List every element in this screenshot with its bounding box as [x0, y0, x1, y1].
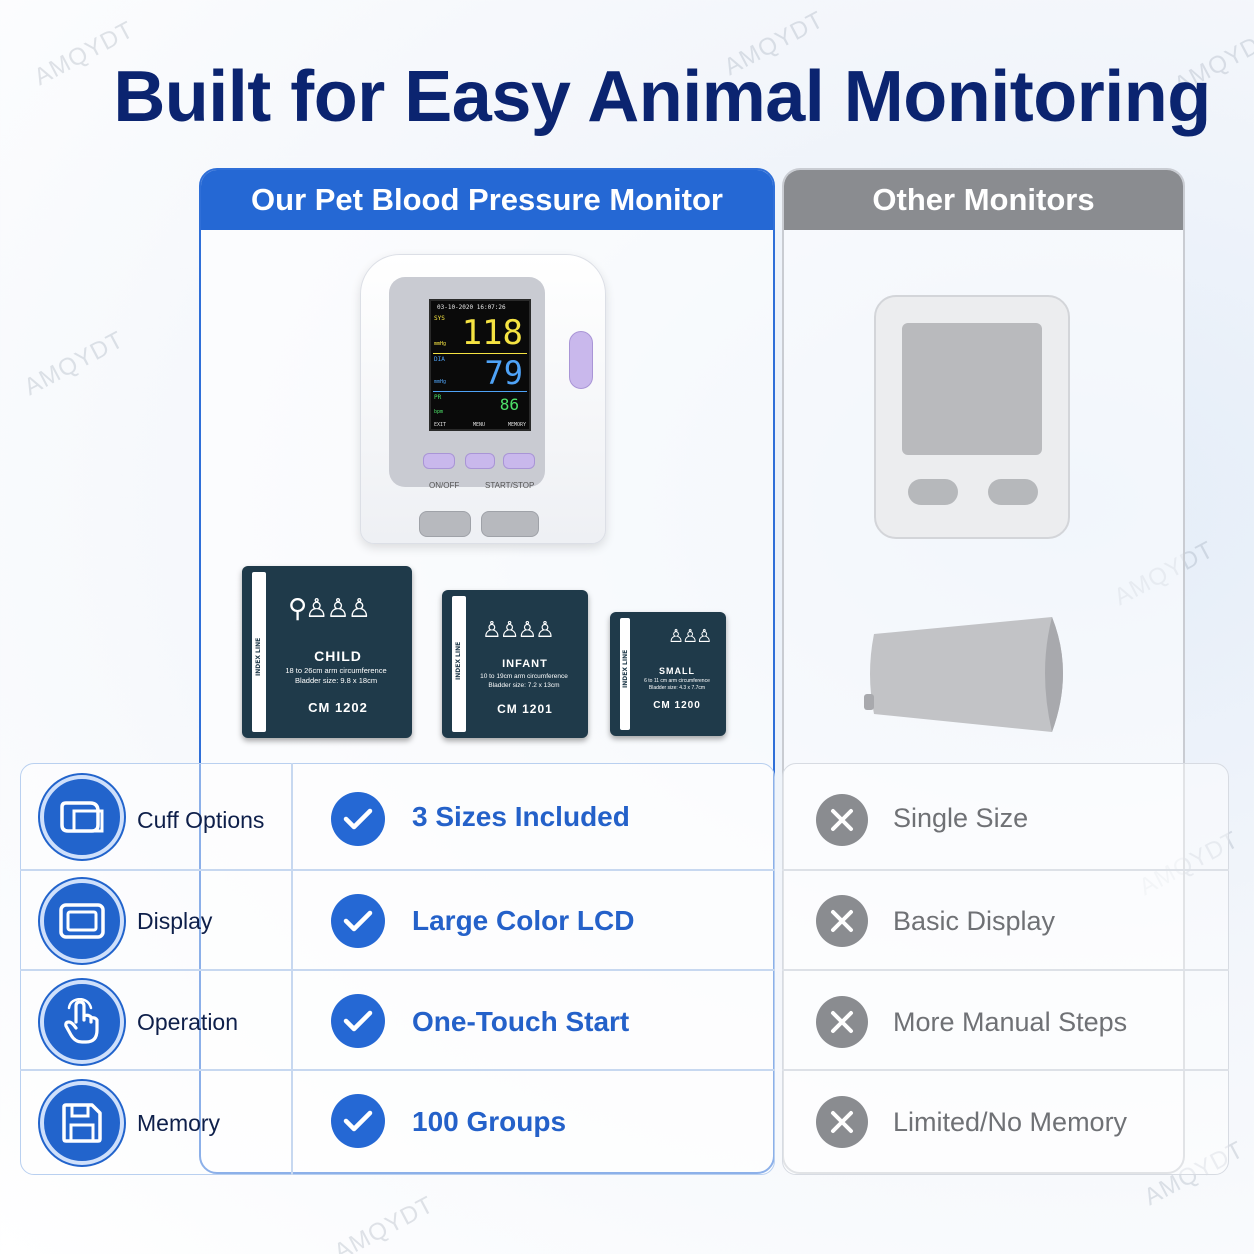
check-icon [331, 994, 385, 1048]
other-value: Single Size [893, 803, 1029, 833]
touch-icon [40, 980, 124, 1064]
cuff-size-figures-icon: ♙♙♙ [668, 626, 712, 647]
device-onoff-button [419, 511, 471, 537]
device-memory-button [503, 453, 535, 469]
x-icon [816, 1096, 868, 1148]
check-icon [331, 894, 385, 948]
cuff-desc-2: Bladder size: 4.3 x 7.7cm [648, 685, 706, 691]
lcd-softkey-memory: MEMORY [507, 422, 526, 428]
cuff-icon [40, 775, 124, 859]
other-value: Basic Display [893, 906, 1056, 936]
cuff-code: CM 1200 [653, 700, 701, 711]
cuff-code: CM 1201 [497, 702, 553, 716]
x-icon [816, 794, 868, 846]
generic-monitor-screen [902, 323, 1042, 455]
device-startstop-label: START/STOP [485, 481, 535, 490]
row-feature-label: Cuff Options [137, 807, 265, 833]
cuff-child: INDEX LINE ⚲♙♙♙ CHILD 18 to 26cm arm cir… [242, 566, 412, 738]
cuff-desc-1: 18 to 26cm arm circumference [285, 666, 387, 675]
page-title: Built for Easy Animal Monitoring [113, 57, 1211, 137]
x-icon [816, 996, 868, 1048]
lcd-softkey-menu: MENU [473, 422, 486, 428]
cuff-desc-1: 10 to 19cm arm circumference [480, 673, 568, 680]
device-lcd: 03-10-2020 16:07:26 SYS mmHg 118 DIA mmH… [429, 299, 531, 431]
check-icon [331, 1094, 385, 1148]
ours-column-header: Our Pet Blood Pressure Monitor [201, 170, 773, 230]
lcd-dia-label: DIA [434, 356, 445, 363]
cuff-desc-2: Bladder size: 9.8 x 18cm [294, 676, 378, 685]
x-icon [816, 895, 868, 947]
lcd-pr-unit: bpm [434, 409, 444, 415]
cuff-name: SMALL [659, 666, 695, 676]
cuff-desc-1: 6 to 11 cm arm circumference [644, 678, 710, 684]
row-feature-label: Display [137, 908, 213, 934]
pet-bp-monitor-device: 03-10-2020 16:07:26 SYS mmHg 118 DIA mmH… [360, 254, 606, 544]
check-icon [331, 792, 385, 846]
ours-value: Large Color LCD [412, 905, 635, 936]
device-startstop-button [481, 511, 539, 537]
generic-monitor-button-right [988, 479, 1038, 505]
cuff-infant: INDEX LINE ♙♙♙♙ INFANT 10 to 19cm arm ci… [442, 590, 588, 738]
device-onoff-label: ON/OFF [429, 481, 460, 490]
other-value: More Manual Steps [893, 1007, 1128, 1037]
row-feature-label: Operation [137, 1009, 239, 1035]
lcd-dia-value: 79 [484, 354, 523, 392]
generic-cuff-image [864, 617, 1063, 732]
ours-value: One-Touch Start [412, 1006, 630, 1037]
generic-monitor-device [874, 295, 1070, 539]
cuff-name: INFANT [502, 658, 548, 670]
device-side-button [569, 331, 593, 389]
device-exit-button [423, 453, 455, 469]
ours-value: 3 Sizes Included [412, 801, 630, 832]
cuff-size-figures-icon: ♙♙♙♙ [482, 618, 555, 643]
cuff-small: INDEX LINE ♙♙♙ SMALL 6 to 11 cm arm circ… [610, 612, 726, 736]
generic-monitor-button-left [908, 479, 958, 505]
cuff-code: CM 1202 [308, 700, 368, 715]
device-menu-button [465, 453, 495, 469]
lcd-pulse-value: 86 [499, 395, 519, 414]
lcd-datetime: 03-10-2020 16:07:26 [437, 304, 506, 311]
cuff-desc-2: Bladder size: 7.2 x 13cm [488, 682, 560, 689]
lcd-sys-unit: mmHg [434, 341, 447, 347]
other-value: Limited/No Memory [893, 1107, 1128, 1137]
other-column-header: Other Monitors [784, 170, 1183, 230]
lcd-dia-unit: mmHg [434, 379, 447, 385]
lcd-pr-label: PR [434, 394, 442, 401]
save-icon [40, 1081, 124, 1165]
watermark: AMQYDT [19, 326, 129, 401]
ours-value: 100 Groups [412, 1106, 567, 1137]
watermark: AMQYDT [329, 1191, 439, 1254]
display-icon [40, 879, 124, 963]
cuff-size-figures-icon: ⚲♙♙♙ [288, 594, 371, 624]
cuff-name: CHILD [314, 648, 362, 664]
comparison-table: Cuff Options 3 Sizes Included Single Siz… [20, 763, 1229, 1175]
lcd-softkey-exit: EXIT [434, 422, 447, 428]
row-feature-label: Memory [137, 1110, 221, 1136]
lcd-sys-value: 118 [461, 313, 523, 353]
lcd-sys-label: SYS [434, 315, 445, 322]
